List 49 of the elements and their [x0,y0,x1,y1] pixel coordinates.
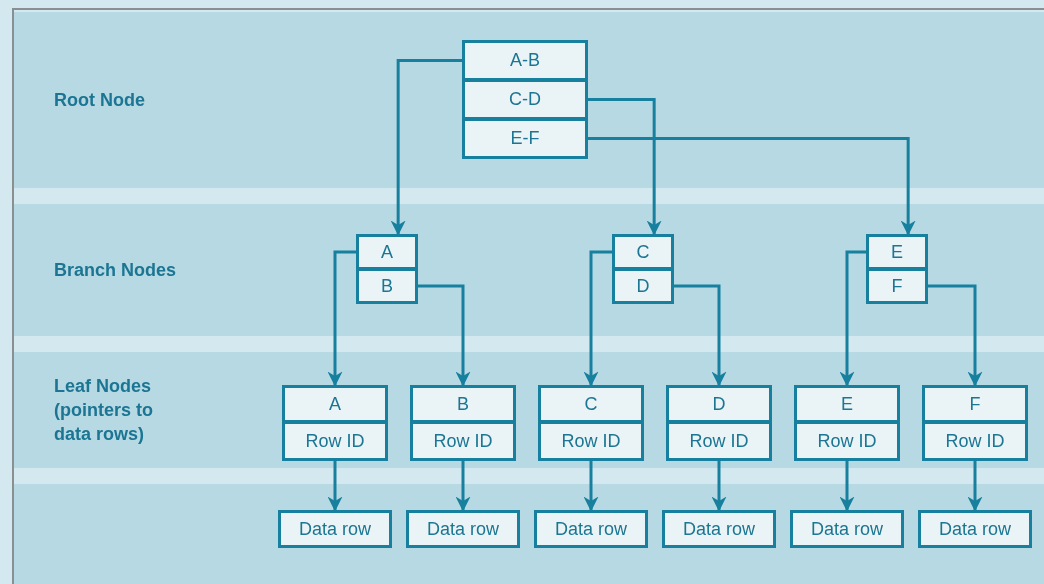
index-entry-cell: Row ID [538,421,644,461]
index-entry-cell: Data row [406,510,520,548]
index-entry-cell: B [410,385,516,423]
index-entry-cell: Data row [278,510,392,548]
arrow [839,250,866,387]
tier-label: Root Node [54,89,146,112]
index-entry-cell: Row ID [666,421,772,461]
index-entry-cell: C [538,385,644,423]
tier-label: Branch Nodes [54,259,178,282]
tier-band [14,12,1044,188]
index-entry-cell: F [922,385,1028,423]
index-entry-cell: B [356,268,418,304]
index-entry-cell: Row ID [794,421,900,461]
index-entry-cell: D [612,268,674,304]
index-entry-cell: F [866,268,928,304]
arrow [588,137,916,236]
index-entry-cell: C [612,234,674,270]
index-entry-cell: Data row [918,510,1032,548]
index-entry-cell: Data row [790,510,904,548]
tier-label: Leaf Nodes (pointers to data rows) [54,375,154,446]
arrow [455,461,471,512]
index-entry-cell: C-D [462,79,588,120]
index-entry-cell: Row ID [410,421,516,461]
index-entry-cell: Row ID [282,421,388,461]
index-entry-cell: E [794,385,900,423]
arrow [418,284,471,387]
index-entry-cell: Row ID [922,421,1028,461]
index-entry-cell: D [666,385,772,423]
index-entry-cell: A [356,234,418,270]
arrow [674,284,727,387]
arrow [928,284,983,387]
index-entry-cell: E [866,234,928,270]
arrow [327,461,343,512]
tier-band [14,204,1044,336]
index-entry-cell: Data row [534,510,648,548]
arrow [839,461,855,512]
arrow [583,250,612,387]
index-entry-cell: Data row [662,510,776,548]
arrow [583,461,599,512]
arrow [711,461,727,512]
index-entry-cell: E-F [462,118,588,159]
index-entry-cell: A [282,385,388,423]
tier-band [14,352,1044,468]
arrow [390,59,462,236]
index-entry-cell: A-B [462,40,588,81]
arrow [588,98,662,236]
tier-band [14,484,1044,584]
arrow [327,250,356,387]
arrow [967,461,983,512]
